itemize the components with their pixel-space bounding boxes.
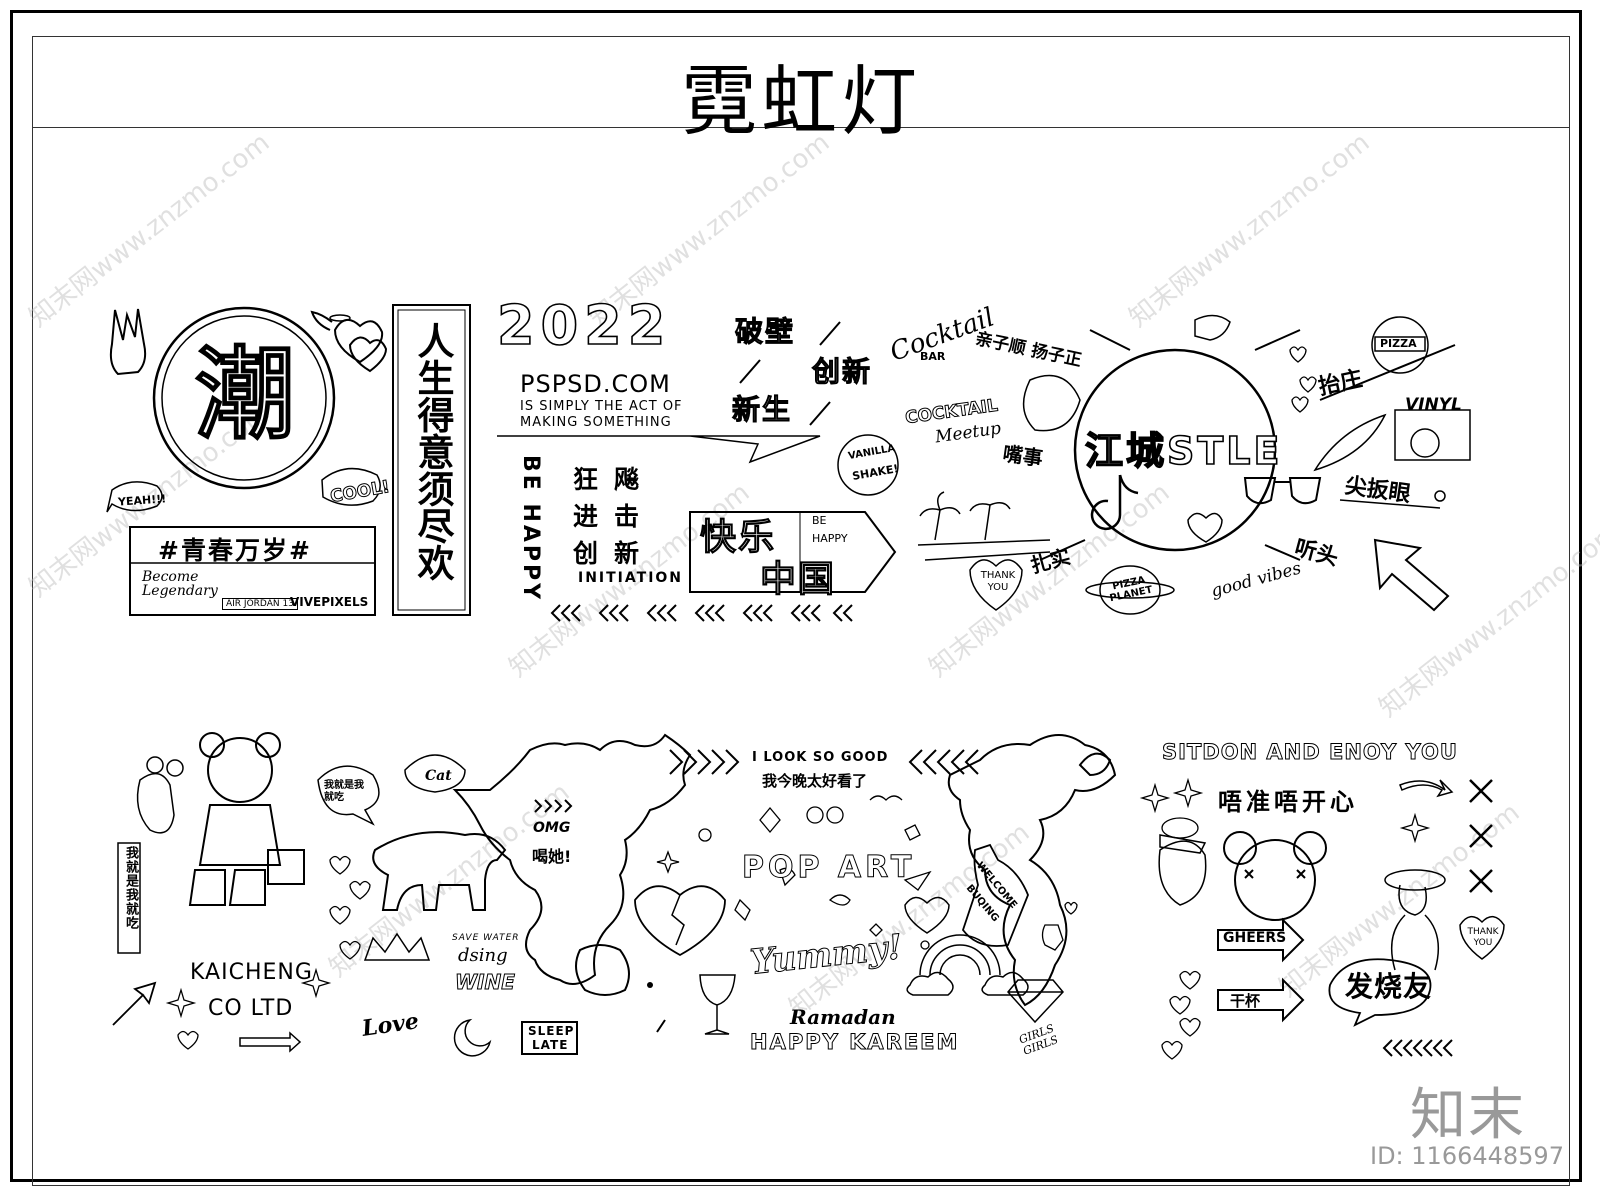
air-jordan-label: AIR JORDAN 13: [222, 598, 298, 610]
look-good-text: I LOOK SO GOOD: [752, 750, 889, 765]
kuangbiao-text: 狂飚: [573, 465, 656, 494]
cat-sign-text: Cat: [425, 768, 452, 784]
dsing-script: dsing: [458, 945, 508, 966]
zhongguo-text: 中国: [759, 559, 837, 601]
tagline-line2: MAKING SOMETHING: [520, 415, 672, 430]
be-happy-small: BE HAPPY: [812, 514, 848, 545]
late-text: LATE: [532, 1038, 569, 1052]
pizza-badge-text: PIZZA: [1380, 337, 1417, 350]
jiangcheng-stle: 江城STLE: [1084, 428, 1283, 474]
kaicheng-line2: CO LTD: [208, 996, 294, 1021]
bar-label: BAR: [920, 350, 946, 363]
sleep-text: SLEEP: [528, 1024, 575, 1038]
ganbei-label: 干杯: [1230, 992, 1261, 1010]
title-bar: 霓虹灯: [32, 36, 1570, 146]
xinsheng-text: 新生: [731, 393, 793, 427]
kuaile-text: 快乐: [699, 517, 777, 559]
ramadan-script: Ramadan: [790, 1005, 896, 1029]
chuangxin-text: 创新: [573, 539, 656, 568]
pobi-text: 破壁: [734, 315, 796, 349]
jinji-text: 进击: [573, 502, 656, 531]
wine-text: WINE: [455, 970, 516, 995]
gheers-label: GHEERS: [1223, 930, 1287, 946]
vivepixels-label: VIVEPIXELS: [290, 595, 369, 609]
vertical-phrase: 人生得意须尽欢: [411, 322, 454, 581]
tagline-line1: IS SIMPLY THE ACT OF: [520, 399, 683, 414]
wojin-text: 我今晚太好看了: [762, 772, 868, 790]
vinyl-text: VINYL: [1405, 395, 1462, 415]
drawing-sheet: [32, 36, 1570, 1186]
be-happy-vertical: BE HAPPY: [518, 455, 543, 603]
year-2022: 2022: [496, 294, 672, 357]
thank-you-heart-right: THANK YOU: [1467, 927, 1499, 948]
pop-art-text: POP ART: [741, 850, 916, 886]
wuzhun-text: 唔准唔开心: [1218, 788, 1358, 816]
watermark-id: ID: 1166448597: [1370, 1142, 1564, 1170]
vertical-badge-text: 我就是我就吃: [123, 846, 138, 930]
speech-bubble-text: 我就是我就吃: [324, 780, 364, 803]
page-title: 霓虹灯: [681, 57, 921, 146]
sitdon-text: SITDON AND ENOY YOU: [1162, 740, 1458, 765]
pspsd-domain: PSPSD.COM: [520, 370, 671, 398]
chuangxin2-text: 创新: [811, 355, 873, 389]
hetao-text: 喝她!: [532, 847, 572, 866]
qingchun-slogan: #青春万岁#: [158, 536, 312, 565]
watermark-brand: 知末: [1410, 1083, 1526, 1148]
fashao-text: 发烧友: [1345, 970, 1433, 1003]
become-legendary: Become Legendary: [142, 569, 218, 599]
thank-you-heart: THANK YOU: [980, 570, 1016, 593]
chao-character: 潮: [194, 336, 296, 453]
save-water-text: SAVE WATER: [452, 933, 520, 943]
initiation-text: INITIATION: [578, 570, 684, 586]
happy-kareem-text: HAPPY KAREEM: [749, 1030, 960, 1055]
omg-text: OMG: [533, 820, 571, 836]
outer-frame: [10, 10, 1582, 1182]
kaicheng-line1: KAICHENG: [190, 960, 313, 985]
